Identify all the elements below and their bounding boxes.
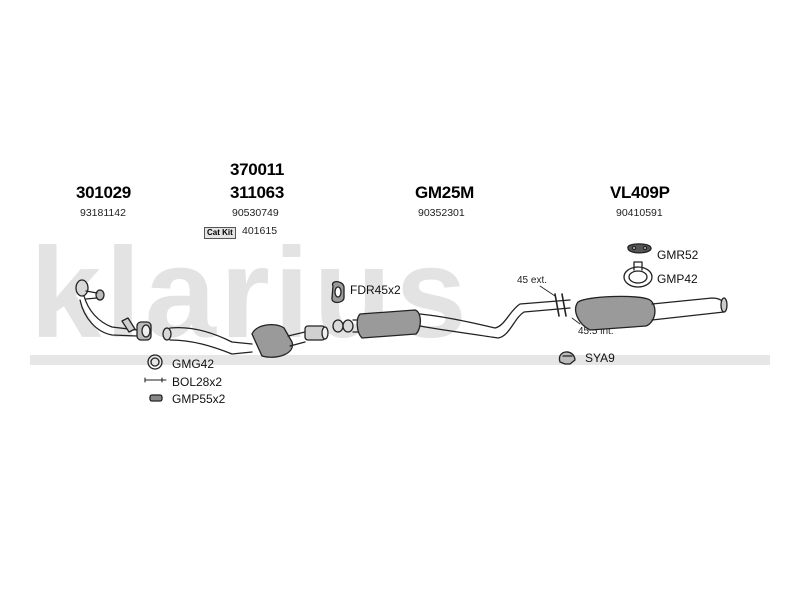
small-gasket-icon[interactable] bbox=[149, 394, 163, 402]
joint-int-label: 45.5 int. bbox=[578, 326, 614, 337]
bolt-icon[interactable] bbox=[144, 377, 167, 383]
oem-number-rear-box: 90410591 bbox=[616, 207, 663, 219]
ring-mount-icon[interactable] bbox=[623, 261, 653, 288]
rear-box-drawing[interactable] bbox=[575, 295, 728, 331]
fitting-clamp-label[interactable]: FDR45x2 bbox=[350, 283, 401, 297]
watermark-bar bbox=[30, 355, 770, 365]
part-number-rear-box[interactable]: VL409P bbox=[610, 183, 670, 202]
part-number-front-pipe[interactable]: 301029 bbox=[76, 183, 131, 202]
cat-kit-number[interactable]: 401615 bbox=[242, 225, 278, 237]
centre-box-drawing[interactable] bbox=[332, 299, 571, 339]
catalyst-drawing[interactable] bbox=[162, 323, 329, 358]
part-number-catalyst[interactable]: 311063 bbox=[230, 183, 284, 202]
clamp-icon[interactable] bbox=[331, 280, 345, 304]
fitting-bolt-label[interactable]: BOL28x2 bbox=[172, 375, 223, 389]
fitting-gasket-pair-label[interactable]: GMP55x2 bbox=[172, 392, 226, 406]
part-number-catalyst-alt[interactable]: 370011 bbox=[230, 160, 284, 179]
fitting-ring-mount-label[interactable]: GMP42 bbox=[657, 272, 698, 286]
gasket-icon[interactable] bbox=[147, 354, 163, 370]
part-number-centre-box[interactable]: GM25M bbox=[415, 183, 474, 202]
fitting-strap-label[interactable]: SYA9 bbox=[585, 351, 615, 365]
oem-number-catalyst: 90530749 bbox=[232, 207, 279, 219]
front-pipe-drawing[interactable] bbox=[75, 279, 152, 341]
cat-kit-badge: Cat Kit bbox=[204, 227, 236, 239]
fitting-rubber-mount-label[interactable]: GMR52 bbox=[657, 248, 699, 262]
fitting-gasket-label[interactable]: GMG42 bbox=[172, 357, 215, 371]
oem-number-centre-box: 90352301 bbox=[418, 207, 465, 219]
rubber-mount-icon[interactable] bbox=[627, 243, 652, 254]
joint-marks bbox=[554, 293, 567, 317]
oem-number-front-pipe: 93181142 bbox=[80, 207, 126, 219]
joint-ext-label: 45 ext. bbox=[517, 275, 548, 286]
strap-icon[interactable] bbox=[558, 351, 576, 365]
